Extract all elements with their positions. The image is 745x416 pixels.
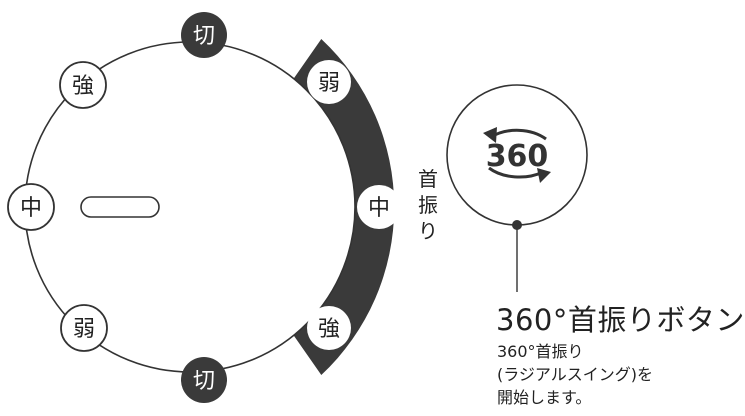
oscillation-position-weak[interactable]: 弱 bbox=[307, 60, 351, 104]
rotate-arrows-icon bbox=[483, 127, 551, 183]
oscillation-position-medium[interactable]: 中 bbox=[357, 185, 401, 229]
dial-position-bottom-off[interactable]: 切 bbox=[181, 357, 227, 403]
oscillation-label: 首 振 り bbox=[418, 167, 438, 243]
fan-control-diagram: 切 切 強 中 弱 弱 中 強 首 振 り bbox=[7, 12, 588, 403]
dial-pointer bbox=[80, 196, 160, 218]
description-line-1: 360°首振り bbox=[497, 342, 584, 361]
oscillation-position-strong[interactable]: 強 bbox=[307, 306, 351, 350]
left-medium-label: 中 bbox=[20, 196, 42, 221]
dial-position-left-strong[interactable]: 強 bbox=[59, 61, 107, 109]
oscillation-label-char-3: り bbox=[418, 219, 438, 243]
oscillation-label-char-1: 首 bbox=[418, 167, 438, 191]
dial-position-top-off[interactable]: 切 bbox=[181, 12, 227, 58]
callout-leader-dot bbox=[512, 220, 522, 230]
left-strong-label: 強 bbox=[72, 74, 94, 99]
description-line-2: (ラジアルスイング)を bbox=[497, 365, 654, 384]
description-line-3: 開始します。 bbox=[497, 388, 592, 407]
swing-360-button[interactable]: 360 bbox=[446, 84, 588, 226]
swing-360-number: 360 bbox=[486, 139, 549, 174]
arc-strong-label: 強 bbox=[318, 317, 340, 342]
arc-medium-label: 中 bbox=[368, 196, 390, 221]
oscillation-label-char-2: 振 bbox=[418, 193, 438, 217]
dial-position-left-weak[interactable]: 弱 bbox=[60, 304, 108, 352]
dial-position-left-medium[interactable]: 中 bbox=[7, 183, 55, 231]
bottom-off-label: 切 bbox=[193, 369, 215, 394]
swing-360-button-description: 360°首振り (ラジアルスイング)を 開始します。 bbox=[497, 340, 653, 409]
left-weak-label: 弱 bbox=[73, 317, 95, 342]
swing-360-button-title: 360°首振りボタン bbox=[496, 303, 745, 337]
arc-weak-label: 弱 bbox=[318, 71, 340, 96]
top-off-label: 切 bbox=[193, 24, 215, 49]
